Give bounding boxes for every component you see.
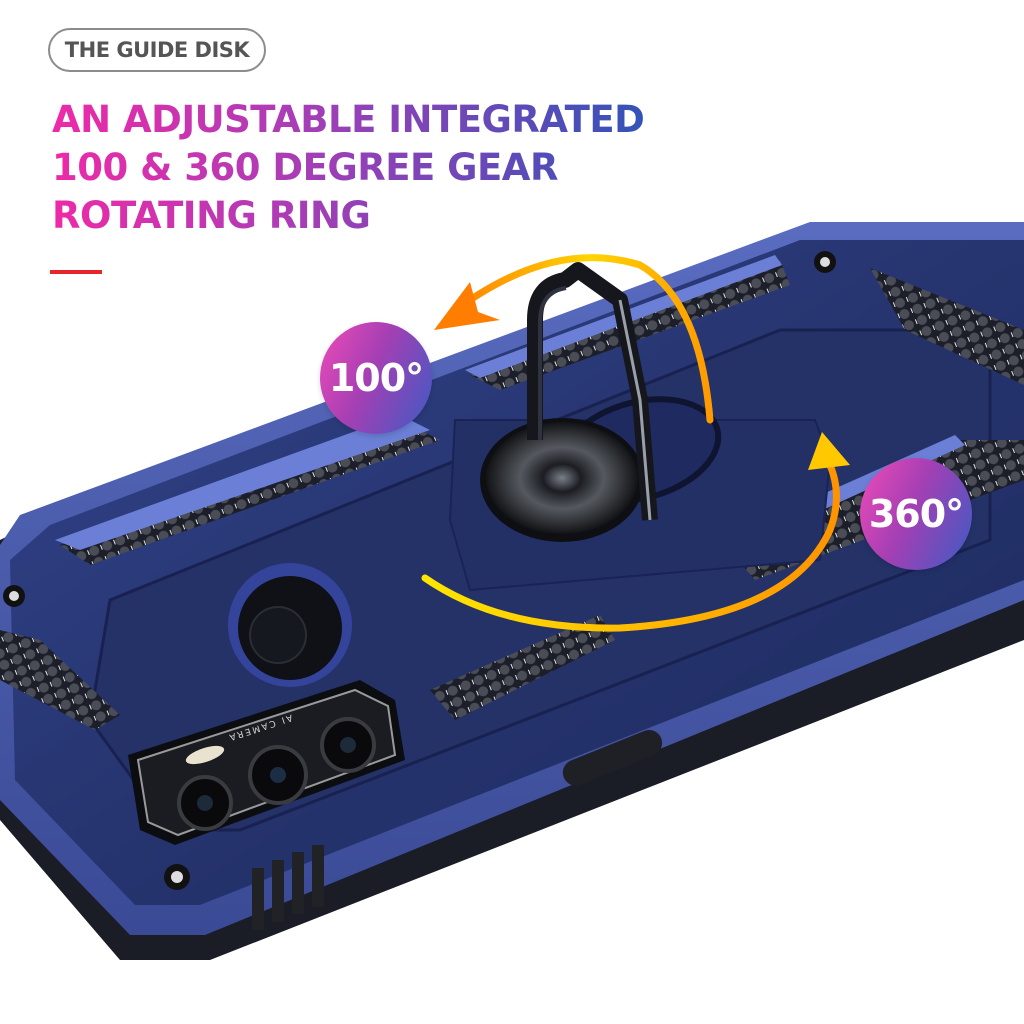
headline-line-3: ROTATING RING xyxy=(52,192,644,240)
port-grille xyxy=(252,845,324,930)
headline-line-1: AN ADJUSTABLE INTEGRATED xyxy=(52,96,645,144)
ring-holder xyxy=(448,262,832,592)
accent-divider xyxy=(50,270,102,274)
spin-angle-badge: 360° xyxy=(860,458,972,570)
tilt-angle-badge: 100° xyxy=(320,322,432,434)
spin-arrow xyxy=(421,432,850,632)
guide-disk-badge: THE GUIDE DISK xyxy=(48,28,266,72)
headline: AN ADJUSTABLE INTEGRATED 100 & 360 DEGRE… xyxy=(52,96,645,240)
headline-line-2: 100 & 360 DEGREE GEAR xyxy=(52,144,644,192)
camera-module xyxy=(128,680,405,845)
phone-case xyxy=(0,222,1024,960)
tilt-arrow xyxy=(434,254,714,424)
